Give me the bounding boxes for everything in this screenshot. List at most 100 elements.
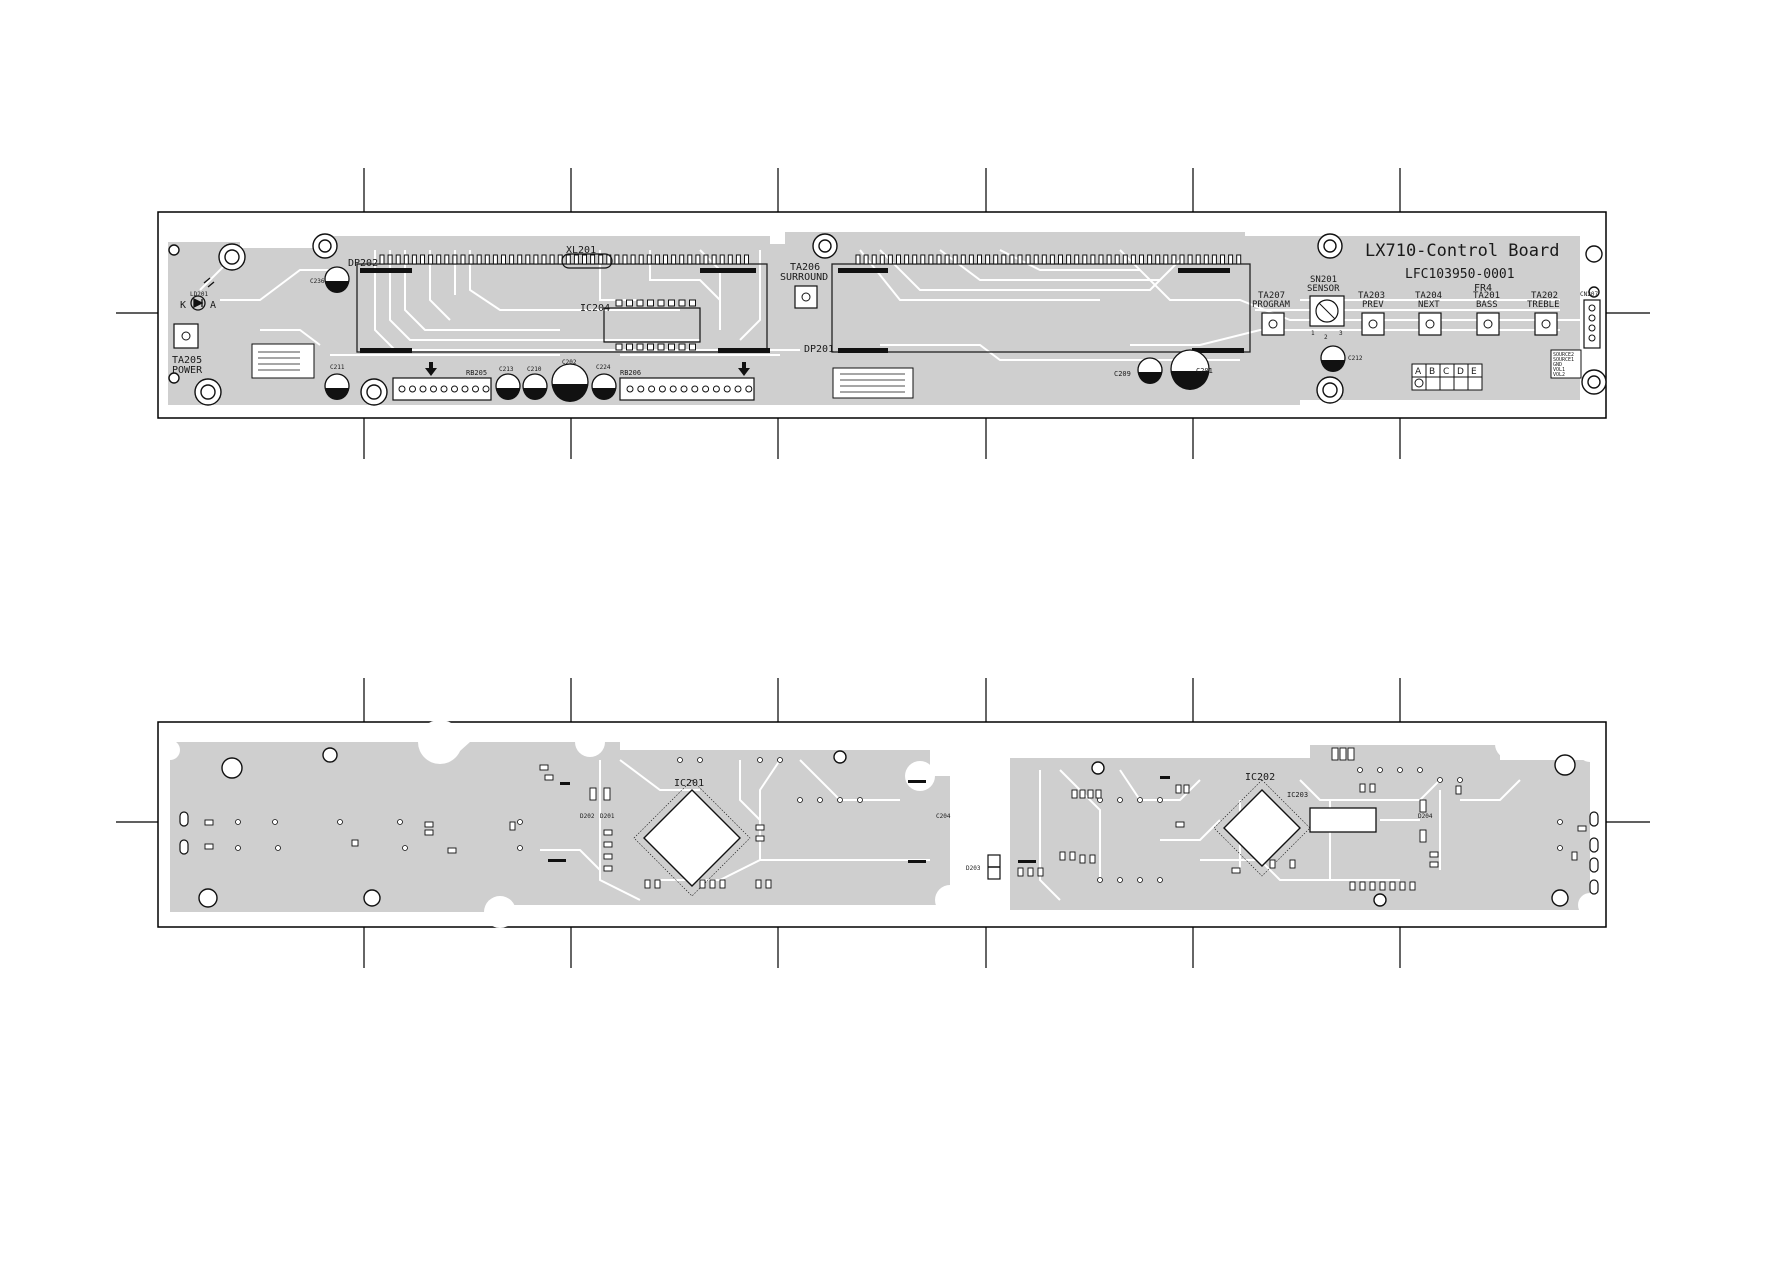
header-pin bbox=[492, 254, 498, 265]
cap-c202 bbox=[551, 363, 589, 402]
bottom-mount-holes bbox=[198, 747, 1576, 908]
ic-pin bbox=[626, 299, 633, 307]
label-ta206-name: SURROUND bbox=[780, 272, 828, 283]
via bbox=[235, 845, 241, 851]
ic-pin bbox=[657, 343, 665, 351]
via bbox=[397, 819, 403, 825]
header-pin bbox=[525, 254, 531, 265]
conn-pin-4: VOL1 bbox=[1553, 367, 1565, 373]
header-pin bbox=[1082, 254, 1088, 265]
bottom-board: IC201 IC202 IC203 D202 D201 D203 D204 C2… bbox=[116, 678, 1650, 968]
header-pin bbox=[614, 254, 620, 265]
ic-pin bbox=[668, 299, 675, 307]
bottom-marks bbox=[548, 776, 1170, 863]
top-board: LX710-Control Board LFC103950-0001 FR4 D… bbox=[116, 168, 1650, 459]
board-title: LX710-Control Board bbox=[1365, 241, 1559, 261]
info-block-left bbox=[251, 343, 315, 379]
smd-part bbox=[1379, 881, 1386, 891]
cap-c209 bbox=[1137, 357, 1163, 384]
label-dp201: DP201 bbox=[804, 344, 834, 355]
network-pin bbox=[723, 385, 731, 393]
smd-part bbox=[1359, 783, 1366, 793]
header-pin bbox=[887, 254, 893, 265]
smd-part bbox=[1183, 784, 1190, 794]
smd-part bbox=[1389, 881, 1396, 891]
header-pin bbox=[904, 254, 910, 265]
via bbox=[402, 845, 408, 851]
via bbox=[857, 797, 863, 803]
smd-part bbox=[1175, 784, 1182, 794]
grid-letter-a: A bbox=[1415, 367, 1422, 377]
led-symbol bbox=[190, 277, 215, 311]
header-pin bbox=[1171, 254, 1177, 265]
rb205-network bbox=[392, 377, 492, 401]
network-pin bbox=[430, 385, 437, 393]
smd-part bbox=[1095, 789, 1102, 799]
smd-part bbox=[1577, 825, 1587, 832]
label-ic201: IC201 bbox=[674, 778, 704, 789]
header-pin bbox=[928, 254, 934, 265]
header-pin bbox=[679, 254, 685, 265]
header-pin bbox=[1228, 254, 1234, 265]
conn-pin-1: SOURCE2 bbox=[1553, 352, 1574, 358]
label-c212: C212 bbox=[1348, 355, 1363, 362]
smd-part bbox=[755, 824, 765, 831]
header-pin bbox=[1098, 254, 1104, 265]
network-pin bbox=[680, 385, 688, 393]
header-pin bbox=[630, 254, 636, 265]
label-d202: D202 bbox=[580, 813, 595, 820]
smd-part bbox=[1331, 747, 1339, 761]
via bbox=[1157, 797, 1163, 803]
cap-c211 bbox=[324, 373, 350, 400]
header-pin bbox=[960, 254, 966, 265]
header-pin bbox=[1066, 254, 1072, 265]
label-rb206: RB206 bbox=[620, 369, 641, 377]
via bbox=[272, 819, 278, 825]
conn-pin-3: GND bbox=[1553, 362, 1562, 368]
network-pin bbox=[482, 385, 490, 393]
via bbox=[1557, 819, 1563, 825]
via bbox=[757, 757, 763, 763]
label-a: A bbox=[210, 300, 216, 311]
top-grid-ticks bbox=[116, 168, 1650, 459]
smd-part bbox=[719, 879, 726, 889]
grid-box-ae bbox=[1411, 363, 1483, 391]
ic-pin bbox=[678, 343, 686, 351]
header-pin bbox=[936, 254, 942, 265]
sensor-pin-3: 3 bbox=[1339, 330, 1343, 337]
pin-row-left bbox=[379, 254, 749, 265]
smd-part bbox=[1369, 783, 1376, 793]
network-pin bbox=[461, 385, 469, 393]
bottom-oval-pads bbox=[179, 811, 1599, 895]
top-text-labels: LX710-Control Board LFC103950-0001 FR4 D… bbox=[172, 241, 1598, 378]
label-ta202-name: TREBLE bbox=[1527, 300, 1560, 310]
network-pin bbox=[745, 385, 753, 393]
via bbox=[1137, 797, 1143, 803]
smd-part bbox=[544, 774, 554, 781]
smd-part bbox=[539, 764, 549, 771]
label-ta206-ref: TA206 bbox=[790, 262, 820, 273]
header-pin bbox=[509, 254, 515, 265]
label-rb205: RB205 bbox=[466, 369, 487, 377]
ic-pin bbox=[615, 299, 623, 307]
header-pin bbox=[687, 254, 693, 265]
smd-part bbox=[1347, 747, 1355, 761]
info-block-left-text bbox=[258, 351, 300, 371]
network-pin bbox=[626, 385, 634, 393]
label-ta207-name: PROGRAM bbox=[1252, 300, 1291, 310]
header-pin bbox=[879, 254, 885, 265]
header-pin bbox=[1114, 254, 1120, 265]
label-ta203-ref: TA203 bbox=[1358, 291, 1385, 301]
label-ta205-ref: TA205 bbox=[172, 355, 202, 366]
header-pin bbox=[1163, 254, 1169, 265]
header-pin bbox=[1130, 254, 1136, 265]
connector-cn207 bbox=[1550, 299, 1601, 379]
header-pin bbox=[420, 254, 425, 265]
ic201-qfp bbox=[633, 779, 751, 897]
header-pin bbox=[517, 254, 523, 265]
smd-part bbox=[1027, 867, 1034, 877]
rb206-network bbox=[619, 377, 755, 401]
network-pin bbox=[419, 385, 427, 393]
header-pin bbox=[1074, 254, 1080, 265]
